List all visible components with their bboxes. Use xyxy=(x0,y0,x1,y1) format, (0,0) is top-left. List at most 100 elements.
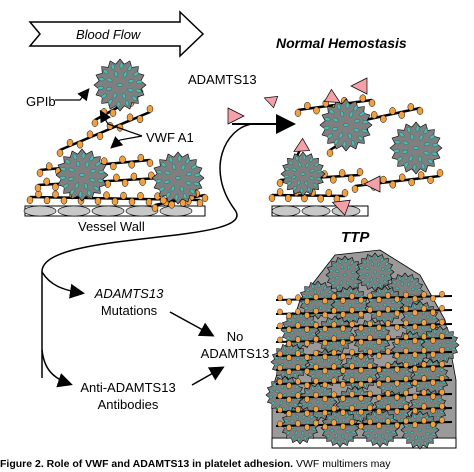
branch-to-mutations xyxy=(41,271,85,299)
vwf-bead xyxy=(168,200,175,209)
endothelial-cell xyxy=(301,205,331,217)
vwf-bead xyxy=(137,192,144,200)
vwf-bead xyxy=(96,132,104,140)
vwf-bead xyxy=(56,149,64,157)
adamts13-protease xyxy=(363,175,381,193)
vwf-bead xyxy=(338,169,346,177)
vwf-bead xyxy=(94,197,102,206)
vwf-bead xyxy=(128,197,136,206)
vwf-bead xyxy=(416,107,424,115)
vwf-bead xyxy=(146,105,154,113)
vwf-bead xyxy=(34,184,42,192)
vwf-bead xyxy=(60,196,68,205)
adamts13-protease xyxy=(293,137,311,152)
vwf-bead xyxy=(145,198,153,206)
vwf-bead xyxy=(136,115,144,124)
vwf-bead xyxy=(137,153,145,162)
mutations-label-line2: Mutations xyxy=(100,303,158,318)
ttp-platelet xyxy=(320,408,360,448)
caption-bold: Figure 2. Role of VWF and ADAMTS13 in pl… xyxy=(0,458,294,470)
vwf-bead xyxy=(304,101,311,110)
vwf-bead xyxy=(66,138,74,147)
vwf-bead xyxy=(86,130,94,139)
vwf-bead xyxy=(52,183,59,191)
vwf-bead xyxy=(126,113,134,122)
vwf-bead xyxy=(76,140,84,149)
vessel-wall-label: Vessel Wall xyxy=(78,219,145,234)
vessel-wall-right xyxy=(271,205,369,217)
vwf-bead xyxy=(128,160,135,169)
vwf-bead xyxy=(52,190,59,199)
platelet xyxy=(151,151,205,205)
vwf-bead xyxy=(417,171,425,180)
vwf-bead xyxy=(43,177,50,186)
platelet xyxy=(280,151,326,197)
gpib-label: GPIb xyxy=(26,94,56,109)
endothelial-cell xyxy=(57,205,91,217)
vwf-bead xyxy=(436,169,444,177)
blood-flow-label: Blood Flow xyxy=(76,27,141,42)
ttp-platelet xyxy=(400,410,440,450)
vwf-bead xyxy=(276,179,284,187)
vwf-bead xyxy=(347,174,355,183)
vwf-bead xyxy=(120,191,127,200)
vwf-bead xyxy=(370,111,378,119)
vwf-bead xyxy=(36,169,44,177)
platelet xyxy=(55,148,109,202)
vwf-a1-label: VWF A1 xyxy=(146,130,194,145)
vwf-bead xyxy=(380,175,387,184)
mutations-label-line1: ADAMTS13 xyxy=(94,286,164,301)
arrow-antibodies-to-no xyxy=(191,366,225,386)
vwf-bead xyxy=(351,185,359,193)
vwf-bead xyxy=(427,176,434,184)
vwf-bead xyxy=(45,162,53,171)
vwf-bead xyxy=(356,168,364,176)
vwf-bead xyxy=(139,178,146,186)
blood-flow-arrow xyxy=(28,10,205,58)
vwf-bead xyxy=(359,94,367,103)
vwf-bead xyxy=(389,107,396,115)
vwf-bead xyxy=(407,103,415,111)
vwf-bead xyxy=(389,180,397,189)
ttp-platelet xyxy=(365,285,405,325)
vwf-bead xyxy=(91,119,99,127)
vwf-bead xyxy=(160,196,167,205)
vwf-bead xyxy=(268,194,276,202)
adamts13-protease xyxy=(227,107,245,125)
vwf-bead xyxy=(408,178,415,187)
arrow-mutations-to-no xyxy=(169,311,215,337)
normal-hemostasis-title: Normal Hemostasis xyxy=(276,35,407,51)
figure-caption: Figure 2. Role of VWF and ADAMTS13 in pl… xyxy=(0,456,474,472)
vwf-bead xyxy=(398,111,405,119)
vwf-bead xyxy=(130,172,138,181)
vessel-wall-left xyxy=(23,205,206,217)
ttp-title: TTP xyxy=(341,229,370,246)
adamts13-top-label: ADAMTS13 xyxy=(188,72,257,87)
platelet xyxy=(389,121,443,175)
adamts13-protease xyxy=(350,77,368,95)
ttp-platelet-aggregate xyxy=(265,249,460,450)
vwf-bead xyxy=(201,194,209,202)
vwf-bead xyxy=(113,173,120,182)
vwf-bead xyxy=(109,109,117,117)
ttp-platelet xyxy=(355,252,395,292)
vwf-bead xyxy=(326,149,334,157)
vwf-bead xyxy=(111,197,119,206)
platelet xyxy=(93,58,147,112)
vwf-bead xyxy=(341,189,349,197)
anti-adamts13-line2: Antibodies xyxy=(97,397,159,412)
anti-adamts13-line1: Anti-ADAMTS13 xyxy=(80,380,176,395)
vwf-bead xyxy=(43,196,51,205)
adamts13-protease xyxy=(331,199,351,216)
vwf-bead xyxy=(103,191,110,200)
vwf-bead xyxy=(294,109,302,117)
ttp-platelet xyxy=(420,325,460,365)
vwf-bead xyxy=(119,155,126,164)
caption-rest: VWF multimers may xyxy=(293,458,391,470)
vwf-bead xyxy=(380,115,387,123)
vwf-bead xyxy=(110,162,117,171)
vwf-bead xyxy=(196,199,204,207)
vwf-bead xyxy=(317,194,324,203)
vwf-bead xyxy=(151,204,159,212)
